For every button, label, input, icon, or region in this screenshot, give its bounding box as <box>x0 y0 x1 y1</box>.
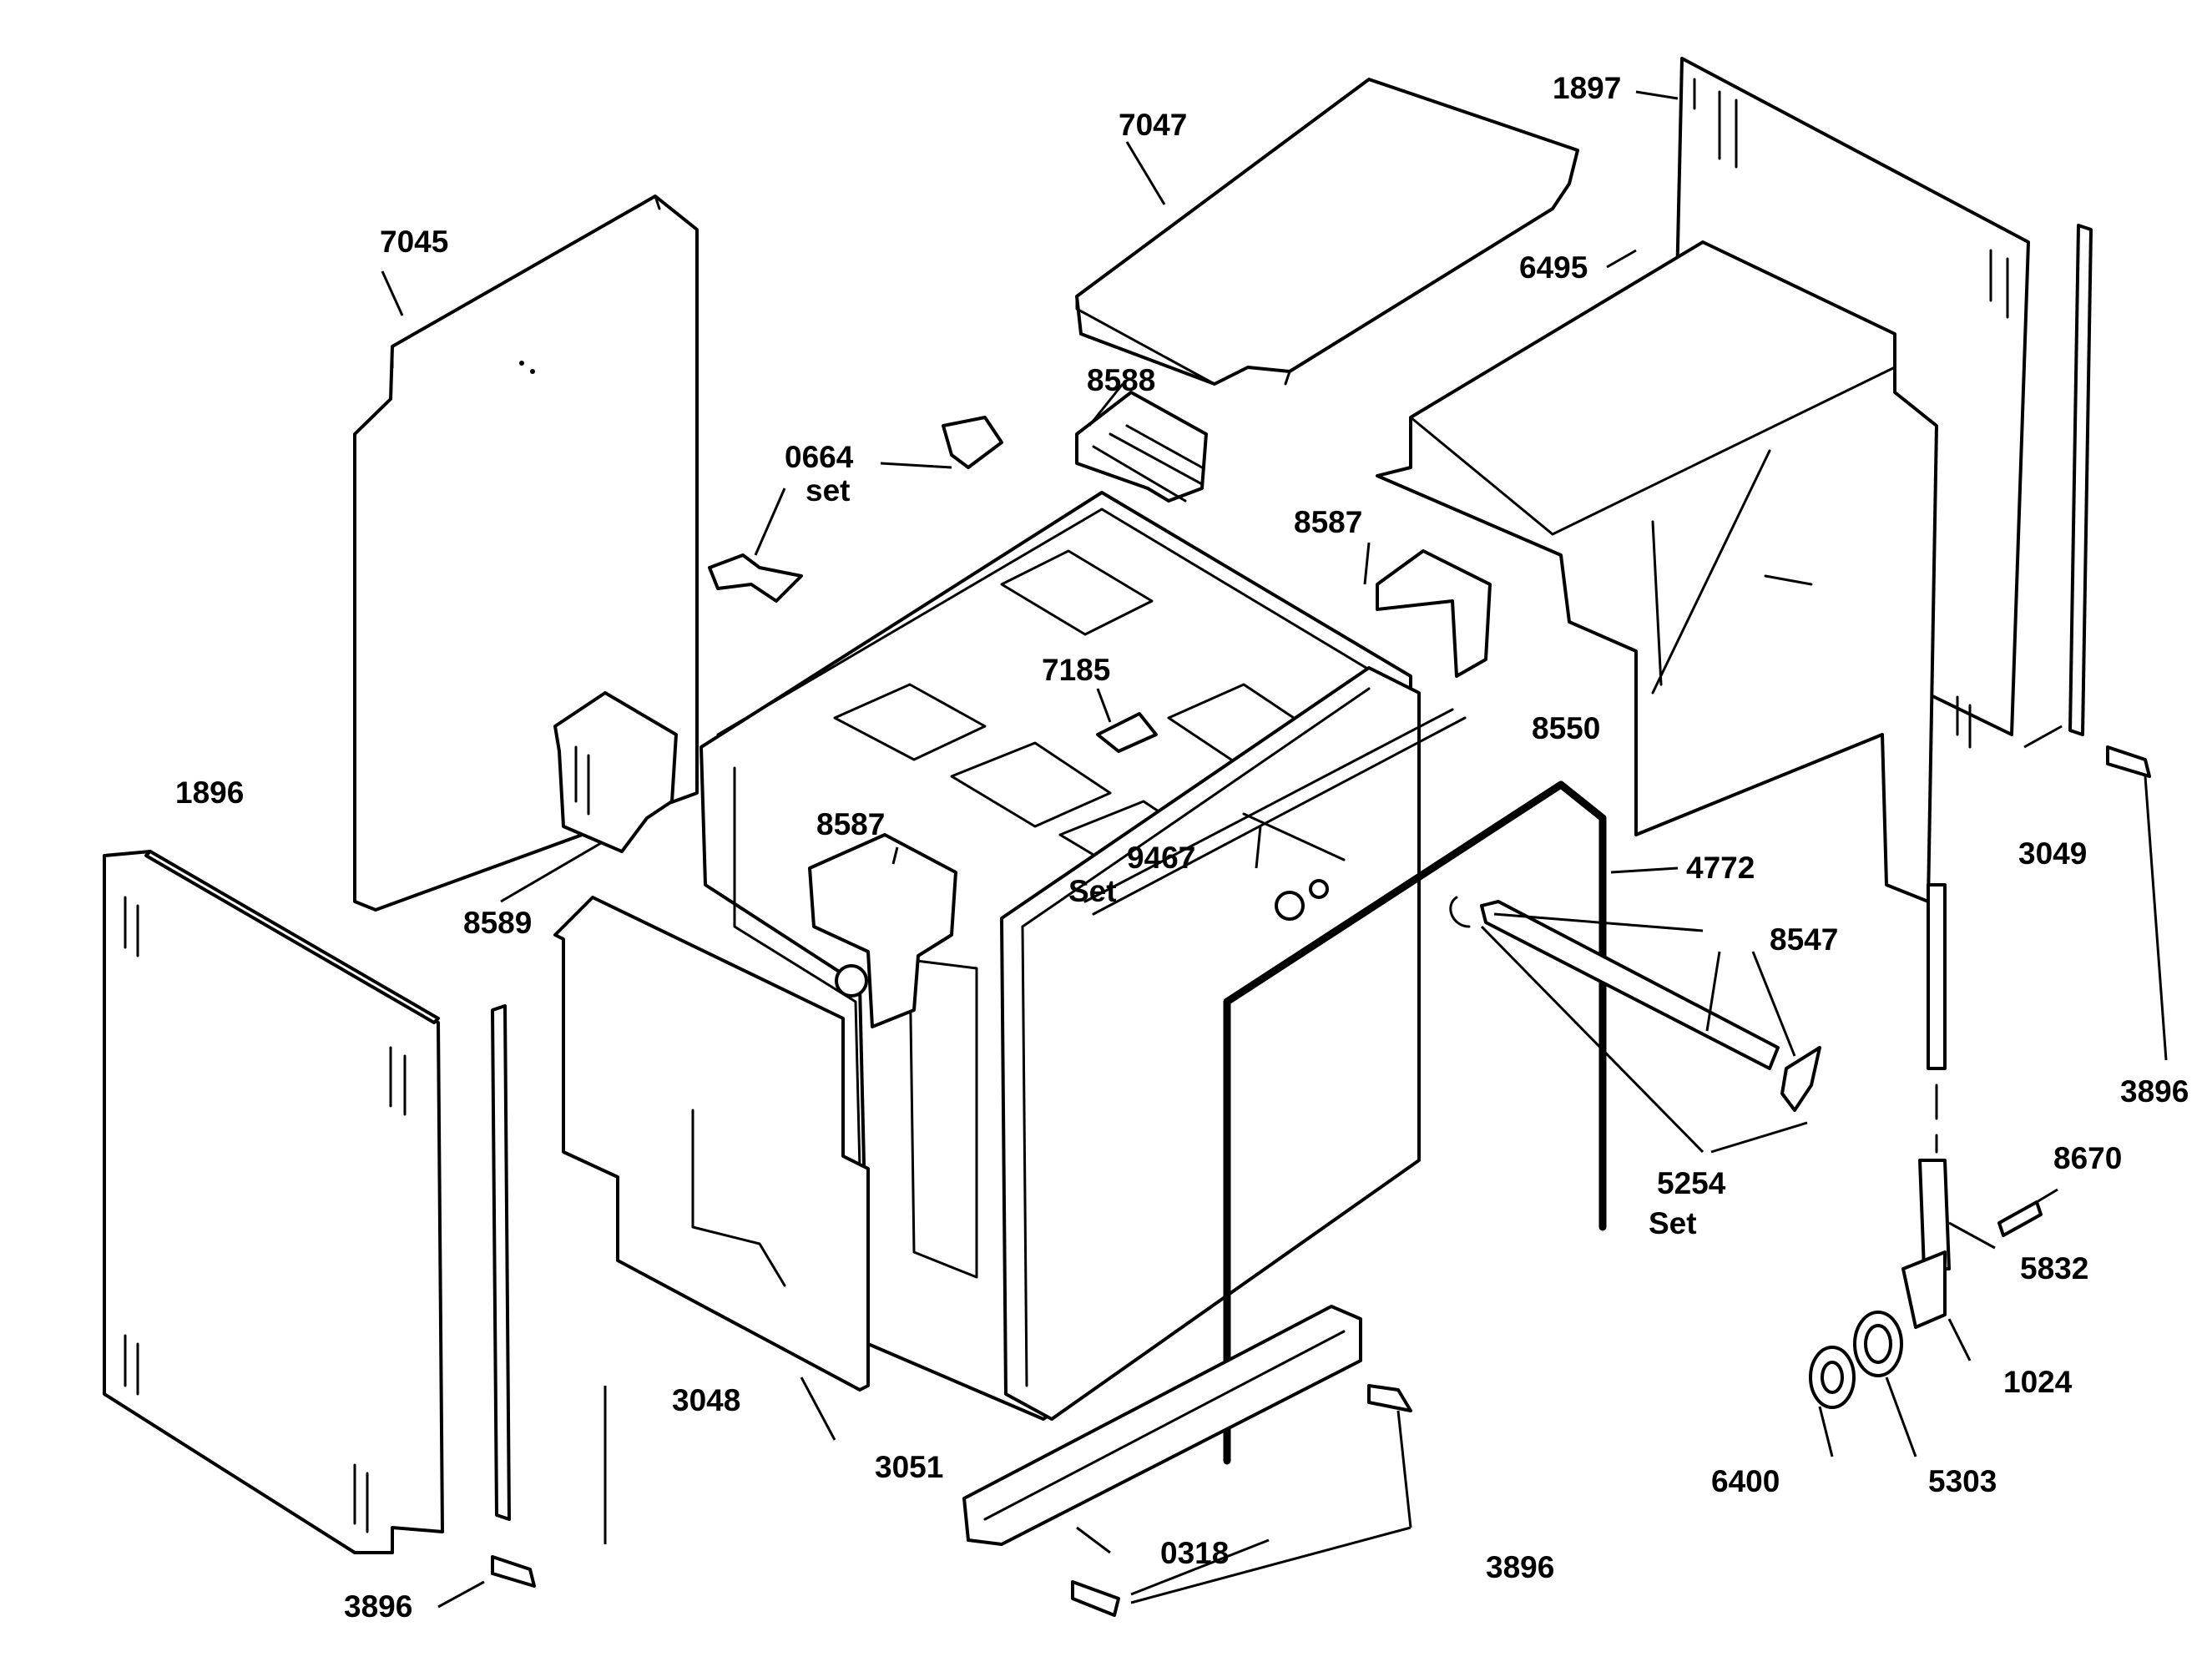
insulation-panel-3051 <box>553 896 870 1392</box>
callout-4772: 4772 <box>1686 851 1755 885</box>
screw-3896-right <box>2106 745 2151 778</box>
callout-1897: 1897 <box>1553 71 1621 105</box>
insulation-panel-6495 <box>1376 240 1938 903</box>
screw-3896-left <box>491 1555 536 1588</box>
clip-7185 <box>1096 712 1158 753</box>
bracket-0664-b <box>708 553 803 603</box>
callout-3051: 3051 <box>875 1450 943 1484</box>
front-frame <box>1000 666 1421 1421</box>
callout-6400: 6400 <box>1711 1464 1780 1498</box>
hinge-parts-9467 <box>1083 708 1467 921</box>
screw-3896-bottom-b <box>1071 1580 1120 1617</box>
hose-5832 <box>1918 883 1951 1270</box>
bracket-8589 <box>553 691 678 853</box>
callout-3896-left: 3896 <box>344 1589 412 1624</box>
bracket-8587-right <box>1376 549 1492 678</box>
callout-7045: 7045 <box>380 225 448 259</box>
bracket-0664-a <box>942 416 1003 469</box>
callout-0664-set: set <box>806 473 850 508</box>
bracket-8587-center <box>808 833 957 1028</box>
callout-5832: 5832 <box>2020 1251 2088 1286</box>
callout-5254: 5254 <box>1657 1166 1726 1200</box>
callout-8588: 8588 <box>1087 363 1155 397</box>
rail-8547 <box>1449 896 1821 1112</box>
callout-3896-right: 3896 <box>2120 1074 2189 1109</box>
callout-5303: 5303 <box>1928 1464 1997 1498</box>
callout-5254-set: Set <box>1649 1206 1697 1240</box>
callout-1024: 1024 <box>2003 1365 2073 1399</box>
callout-8547: 8547 <box>1770 922 1838 957</box>
callout-0318: 0318 <box>1160 1536 1229 1570</box>
callout-8550: 8550 <box>1532 711 1600 745</box>
callout-8587-right: 8587 <box>1294 505 1362 539</box>
callout-9467: 9467 <box>1127 841 1195 875</box>
top-panel-7047 <box>1075 78 1579 386</box>
callout-0664: 0664 <box>785 440 854 474</box>
callout-3048: 3048 <box>672 1383 740 1417</box>
screw-8670 <box>1997 1200 2043 1237</box>
callout-1896: 1896 <box>175 775 244 810</box>
base-rail-0318 <box>962 1305 1362 1546</box>
washer-5303 <box>1853 1311 1903 1377</box>
washer-6400 <box>1809 1346 1856 1409</box>
strip-3049 <box>2068 224 2093 736</box>
side-panel-1896 <box>103 850 444 1554</box>
callout-8589: 8589 <box>463 906 532 940</box>
callout-7047: 7047 <box>1119 108 1187 142</box>
callout-6495: 6495 <box>1519 250 1588 285</box>
callout-7185: 7185 <box>1042 653 1110 687</box>
callout-3049: 3049 <box>2018 836 2087 871</box>
leader-lines <box>381 90 2168 1609</box>
callout-8670: 8670 <box>2053 1141 2122 1175</box>
fitting-1024 <box>1901 1250 1947 1329</box>
screw-3896-bottom-a <box>1367 1384 1412 1412</box>
callout-9467-set: Set <box>1068 874 1117 908</box>
bracket-8588 <box>1075 391 1208 503</box>
callout-3896-bottom: 3896 <box>1486 1550 1554 1584</box>
strip-3048 <box>491 1004 607 1544</box>
callout-labels: 7045 7047 1897 6495 8588 0664 set 8587 7… <box>175 71 2189 1624</box>
callout-8587-center: 8587 <box>816 807 885 841</box>
